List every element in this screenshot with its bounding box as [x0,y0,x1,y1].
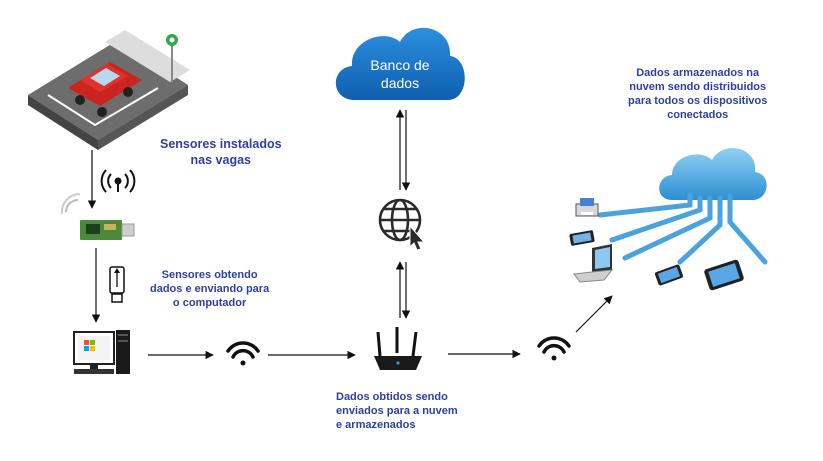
label-data-distributed: Dados armazenados na nuvem sendo distrib… [628,67,768,121]
arrow-wifi-to-devices [575,295,613,333]
phone-icon [569,230,595,246]
wifi-icon [226,341,260,366]
phone-icon [654,264,684,286]
wifi-icon [537,336,571,361]
printer-icon [575,198,599,217]
laptop-icon [573,244,614,283]
distribution-cloud-icon [597,148,768,265]
database-label: Banco de dados [370,57,430,91]
wireless-signal-icon [100,169,136,193]
label-sensors-sending: Sensores obtendo dados e enviando para o… [150,269,270,309]
parking-car-icon [28,30,190,150]
label-data-sent: Dados obtidos sendo enviados para a nuve… [336,391,458,431]
database-cloud-icon [335,27,465,100]
desktop-computer-icon [73,330,130,374]
usb-icon [109,266,125,303]
label-sensors-installed: Sensores instalados nas vagas [160,137,282,167]
tablet-icon [704,259,744,291]
router-icon [374,327,422,370]
globe-cursor-icon [378,198,426,251]
sensor-board-icon [60,192,135,240]
